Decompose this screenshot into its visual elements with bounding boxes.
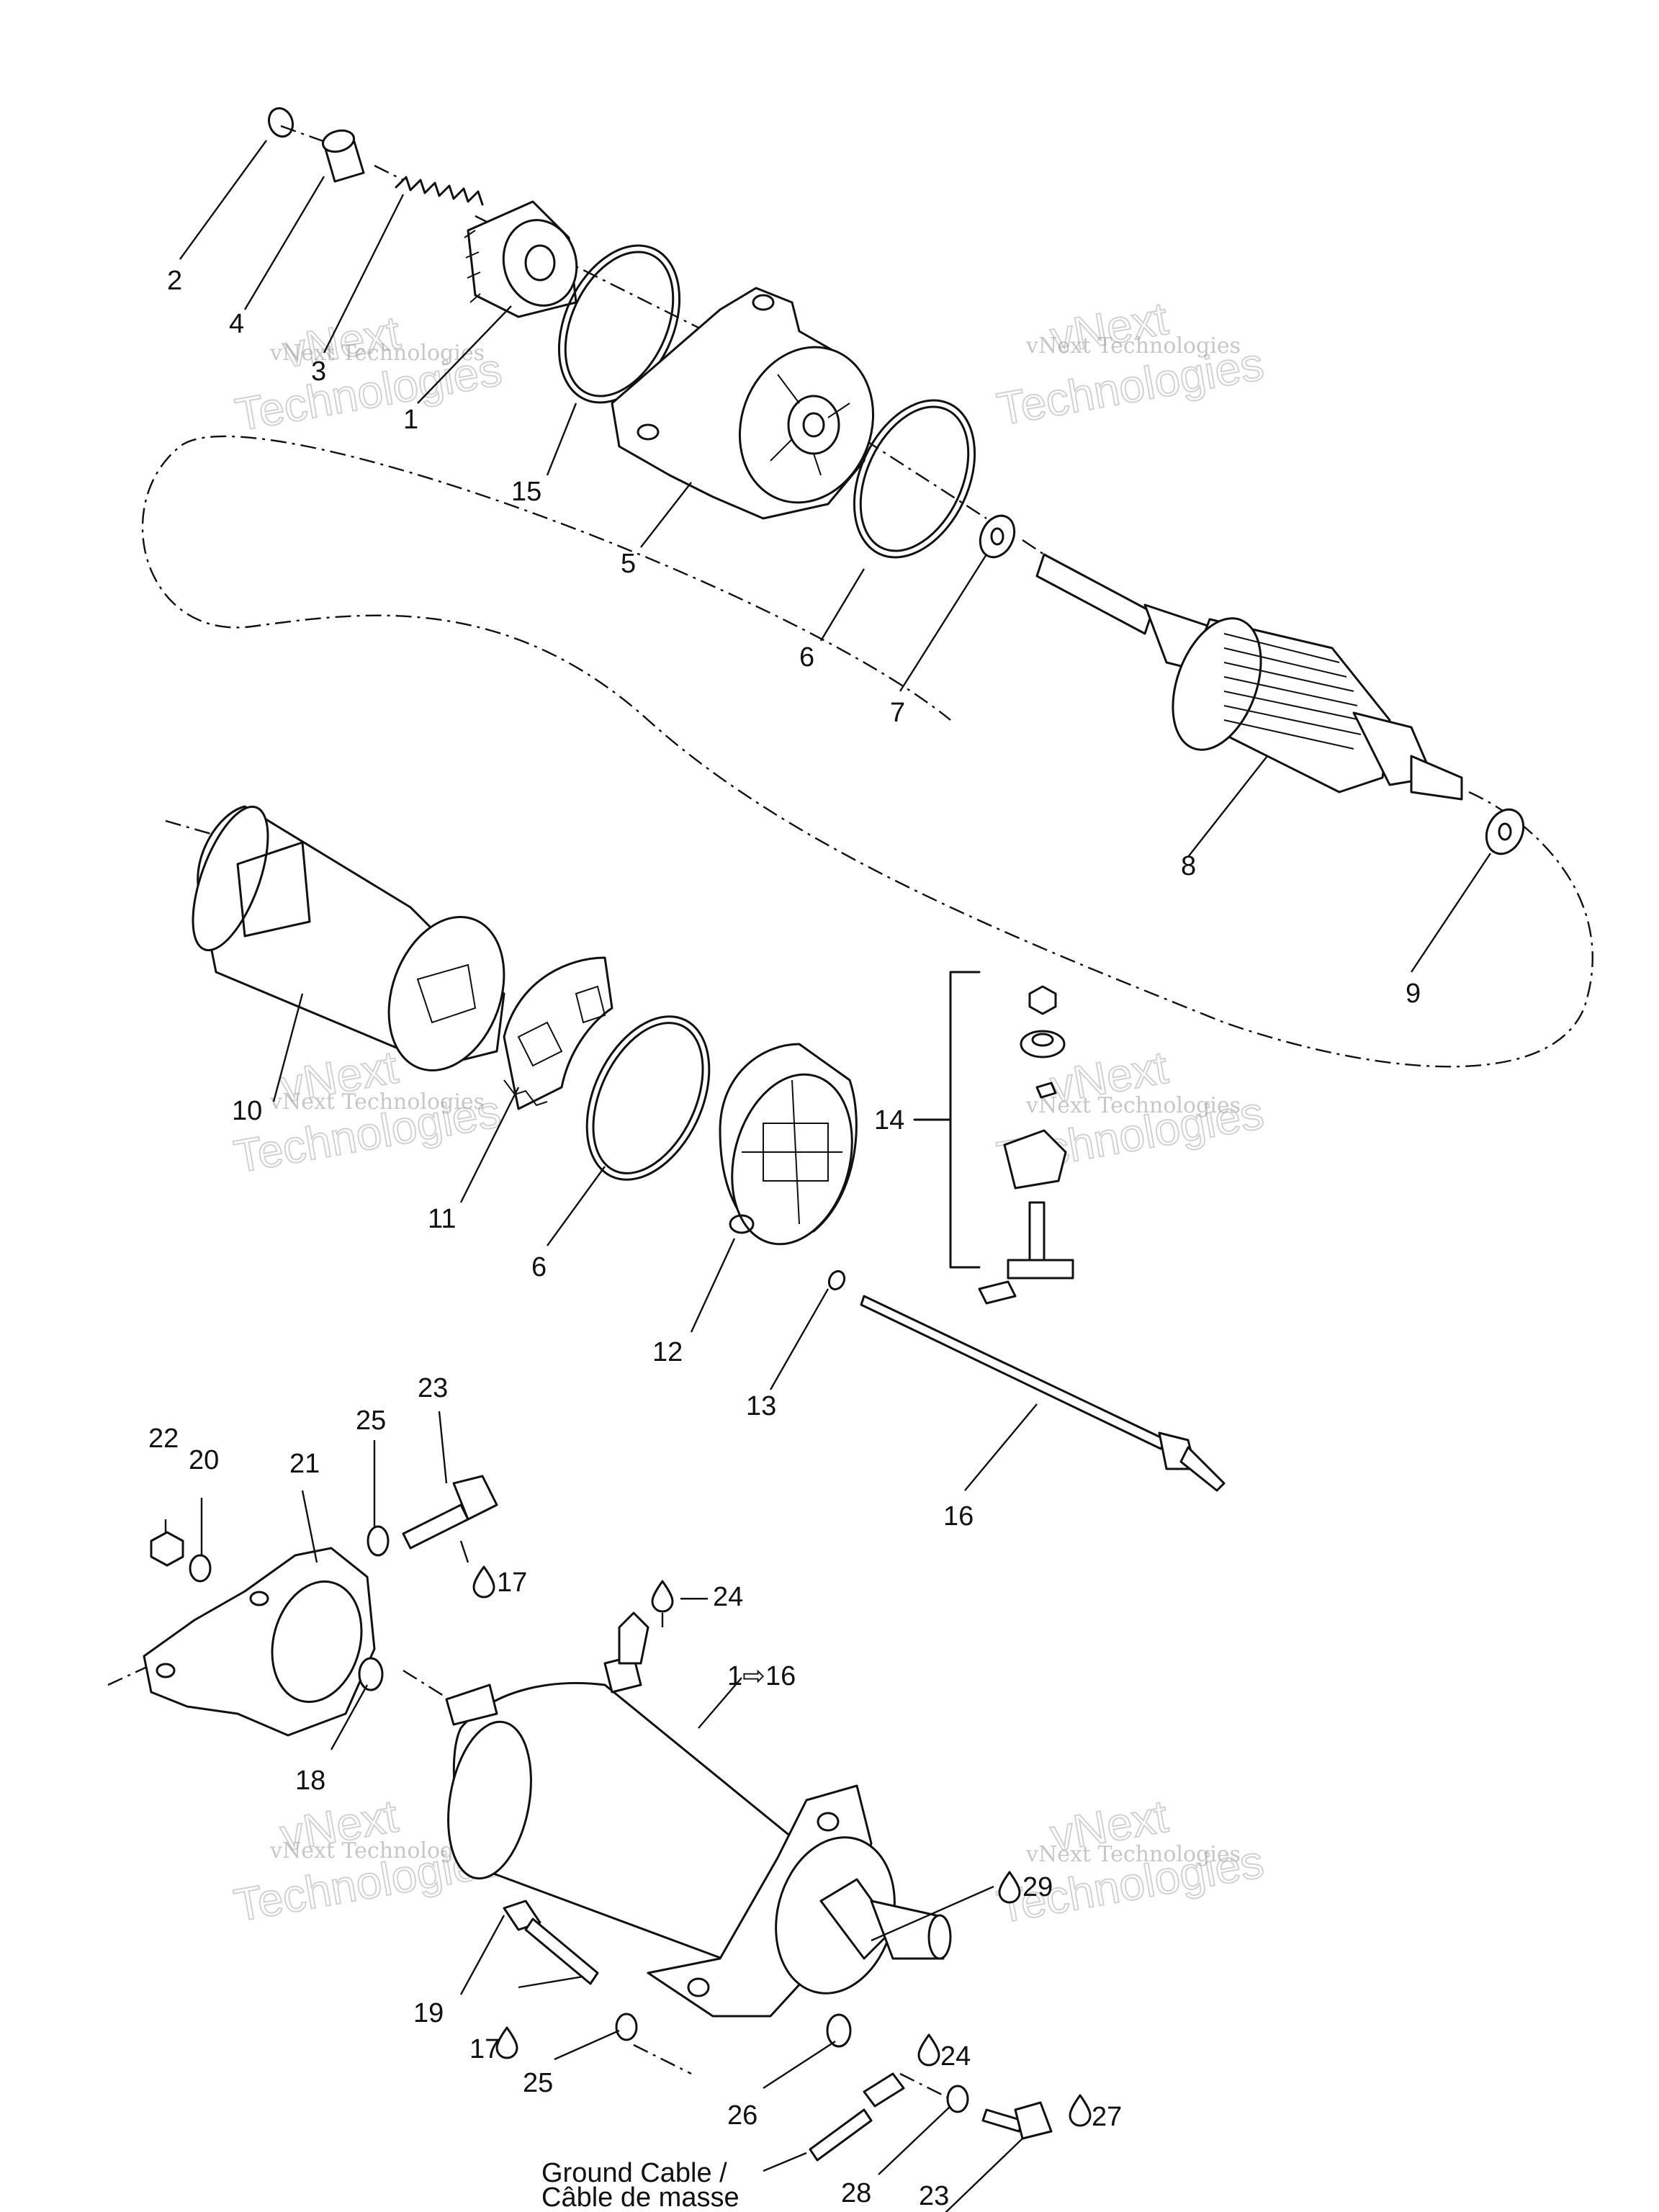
washer-part-28 — [946, 2085, 969, 2113]
armature-part-8 — [1035, 553, 1463, 801]
o-ring-part-15 — [557, 244, 681, 404]
callout-12: 12 — [652, 1337, 683, 1367]
callout-6-top: 6 — [799, 642, 814, 673]
callout-15: 15 — [511, 477, 541, 507]
callout-1: 1 — [403, 405, 418, 435]
callout-2: 2 — [167, 266, 182, 296]
callout-23-bottom: 23 — [919, 2181, 949, 2211]
callout-5: 5 — [621, 549, 636, 579]
callout-11: 11 — [428, 1204, 456, 1234]
bolt-part-19 — [503, 1899, 599, 1985]
callout-24-top: 24 — [713, 1582, 743, 1612]
ground-bolt-axis — [899, 2072, 951, 2100]
callout-19: 19 — [413, 1998, 444, 2028]
oil-drop-icon — [472, 1565, 495, 1599]
terminal-kit-part-14 — [913, 971, 1074, 1305]
leader-lines — [164, 140, 1491, 2212]
drive-housing-part-5 — [611, 287, 875, 520]
callout-20: 20 — [189, 1445, 219, 1475]
ground-cable — [809, 2072, 905, 2162]
terminal-bolt-icon — [1028, 1201, 1046, 1262]
bolt-part-23-top — [402, 1475, 498, 1550]
callout-6-middle: 6 — [531, 1252, 547, 1282]
oil-drop-icon — [651, 1580, 674, 1613]
cover-axis — [165, 819, 217, 837]
yoke-frame-part-10 — [192, 805, 505, 1072]
o-ring-part-13 — [827, 1269, 846, 1291]
nut-icon — [1028, 985, 1057, 1015]
watermark-small: vNext Technologies — [269, 1838, 485, 1863]
callout-9: 9 — [1406, 979, 1421, 1009]
stop-collar-part-4 — [321, 129, 365, 183]
watermark-small: vNext Technologies — [269, 341, 485, 366]
callout-27: 27 — [1092, 2102, 1122, 2132]
callout-assembly: 1⇨16 — [727, 1661, 796, 1691]
ground-cable-label-line2: Câble de masse — [541, 2182, 739, 2212]
oil-drop-icon — [998, 1871, 1021, 1904]
watermark-small: vNext Technologies — [1025, 1842, 1241, 1867]
washer-part-9 — [1485, 808, 1525, 855]
washer-part-25-bottom — [615, 2013, 638, 2041]
assembly-loop-line — [141, 435, 1593, 1068]
ground-cable-label-line1: Ground Cable / — [541, 2158, 727, 2188]
lock-washer-part-20 — [189, 1554, 212, 1583]
callout-29: 29 — [1022, 1872, 1053, 1902]
bolt-part-23-bottom — [981, 2101, 1053, 2140]
insulator-plate-icon — [1003, 1129, 1067, 1190]
through-bolt-part-16 — [860, 1295, 1226, 1492]
insulator-washer-icon — [1020, 1030, 1066, 1058]
callout-16: 16 — [943, 1501, 974, 1532]
drive-pinion-part-1 — [464, 200, 578, 318]
callout-17-top: 17 — [497, 1568, 527, 1598]
bolt-axis-bottom — [633, 2044, 692, 2075]
nut-part-22 — [150, 1531, 184, 1567]
callout-3: 3 — [311, 356, 326, 387]
spring-part-3 — [395, 176, 484, 206]
o-ring-part-6-middle — [585, 1015, 711, 1181]
oil-drop-icon — [495, 2026, 518, 2059]
end-cover-part-12 — [719, 1043, 858, 1246]
callout-4: 4 — [229, 309, 244, 339]
snap-ring-part-2 — [267, 107, 295, 138]
callout-22: 22 — [148, 1424, 179, 1454]
callout-13: 13 — [746, 1391, 776, 1421]
callout-17-bottom: 17 — [469, 2034, 500, 2064]
oil-drop-icon — [917, 2033, 940, 2067]
watermark-small: vNext Technologies — [269, 1089, 485, 1115]
callout-26: 26 — [727, 2100, 757, 2131]
starter-assembly — [445, 1611, 952, 2018]
callout-21: 21 — [289, 1449, 320, 1479]
brush-lead-icon — [978, 1259, 1074, 1305]
callout-14: 14 — [874, 1105, 904, 1136]
callout-23-top: 23 — [418, 1373, 448, 1403]
washer-part-7 — [979, 514, 1016, 559]
o-ring-part-6-top — [853, 399, 976, 559]
callout-7: 7 — [890, 698, 905, 728]
callout-dash-24: — — [680, 1582, 708, 1612]
callout-24-bottom: 24 — [940, 2041, 971, 2072]
oil-drop-icon — [1069, 2094, 1092, 2127]
watermark-small: vNext Technologies — [1025, 1093, 1241, 1118]
brush-holder-part-11 — [503, 956, 613, 1110]
washer-part-18 — [358, 1657, 384, 1691]
callout-18: 18 — [295, 1766, 325, 1796]
callout-28: 28 — [841, 2178, 871, 2208]
callout-25-top: 25 — [356, 1406, 386, 1436]
callout-10: 10 — [232, 1096, 262, 1126]
star-washer-part-26 — [826, 2013, 852, 2048]
watermark-small: vNext Technologies — [1025, 333, 1241, 359]
callout-25-bottom: 25 — [523, 2068, 553, 2098]
bracket-part-21 — [143, 1547, 376, 1737]
clip-icon — [1035, 1082, 1057, 1099]
callout-8: 8 — [1181, 851, 1196, 881]
washer-part-25-top — [367, 1525, 390, 1557]
